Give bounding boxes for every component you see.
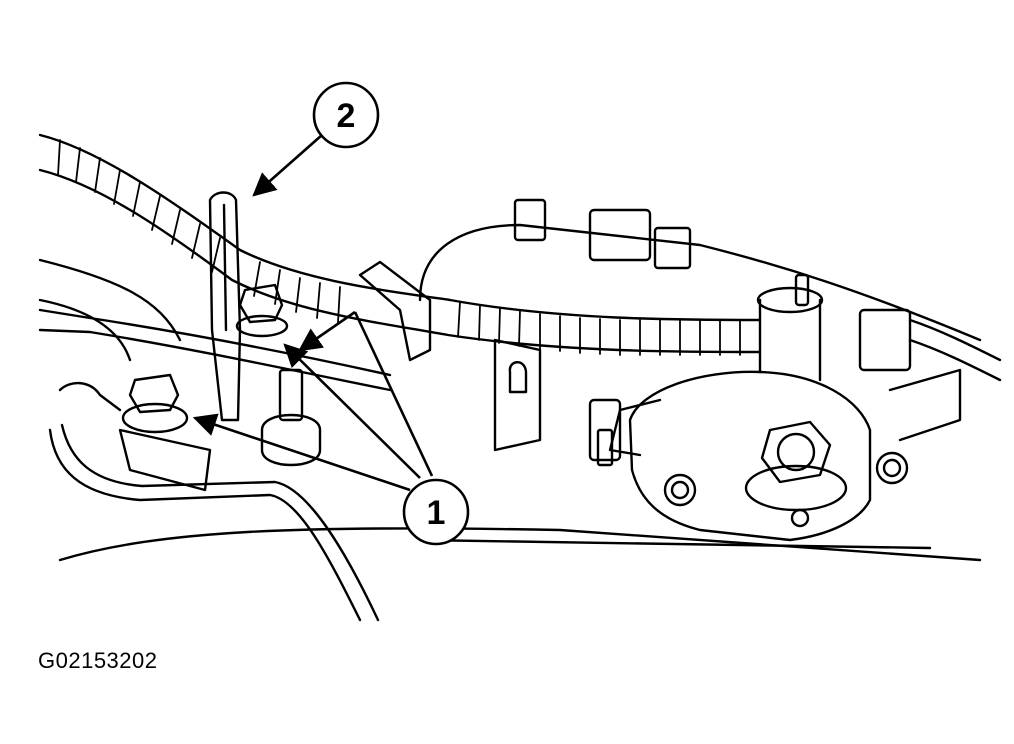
- wiring-harness-upper: [38, 133, 762, 322]
- sensor-housing: [608, 273, 872, 542]
- callout-2: 2: [252, 81, 380, 197]
- tube-bend: [58, 381, 122, 412]
- tube-line: [48, 428, 362, 622]
- housing-left-contour-2: [38, 298, 132, 362]
- housing-left-contour: [38, 258, 182, 342]
- callout-2-label: 2: [337, 97, 356, 135]
- connector-c: [653, 226, 692, 270]
- sensor-connector-stub: [588, 398, 622, 467]
- control-cable: [38, 308, 392, 377]
- wiring-harness-lower: [38, 168, 762, 354]
- housing-base-line: [418, 538, 932, 550]
- control-cable-2: [38, 328, 392, 392]
- harness-ribs: [57, 139, 741, 356]
- callout-1-label: 1: [427, 494, 446, 532]
- connector-d: [858, 308, 912, 372]
- sensor-mounting-nut: [744, 420, 848, 512]
- tube-line-2: [60, 423, 380, 622]
- connector-a: [513, 198, 547, 242]
- housing-lower-line: [58, 527, 982, 562]
- clip-tab: [508, 361, 528, 394]
- sensor-bolts: [663, 451, 909, 528]
- bolt-left: [118, 373, 212, 492]
- screwdriver-tip: [222, 203, 228, 332]
- clip-bracket: [493, 338, 542, 452]
- connector-b: [588, 208, 652, 262]
- callout-1: 1: [192, 310, 470, 546]
- harness-clip: [358, 260, 432, 362]
- right-bracket: [888, 368, 962, 442]
- thin-wire: [418, 223, 982, 342]
- bolt-center: [235, 283, 289, 338]
- connector-wires: [908, 318, 1002, 382]
- figure-id: G02153202: [38, 648, 158, 673]
- screwdriver: [208, 191, 242, 422]
